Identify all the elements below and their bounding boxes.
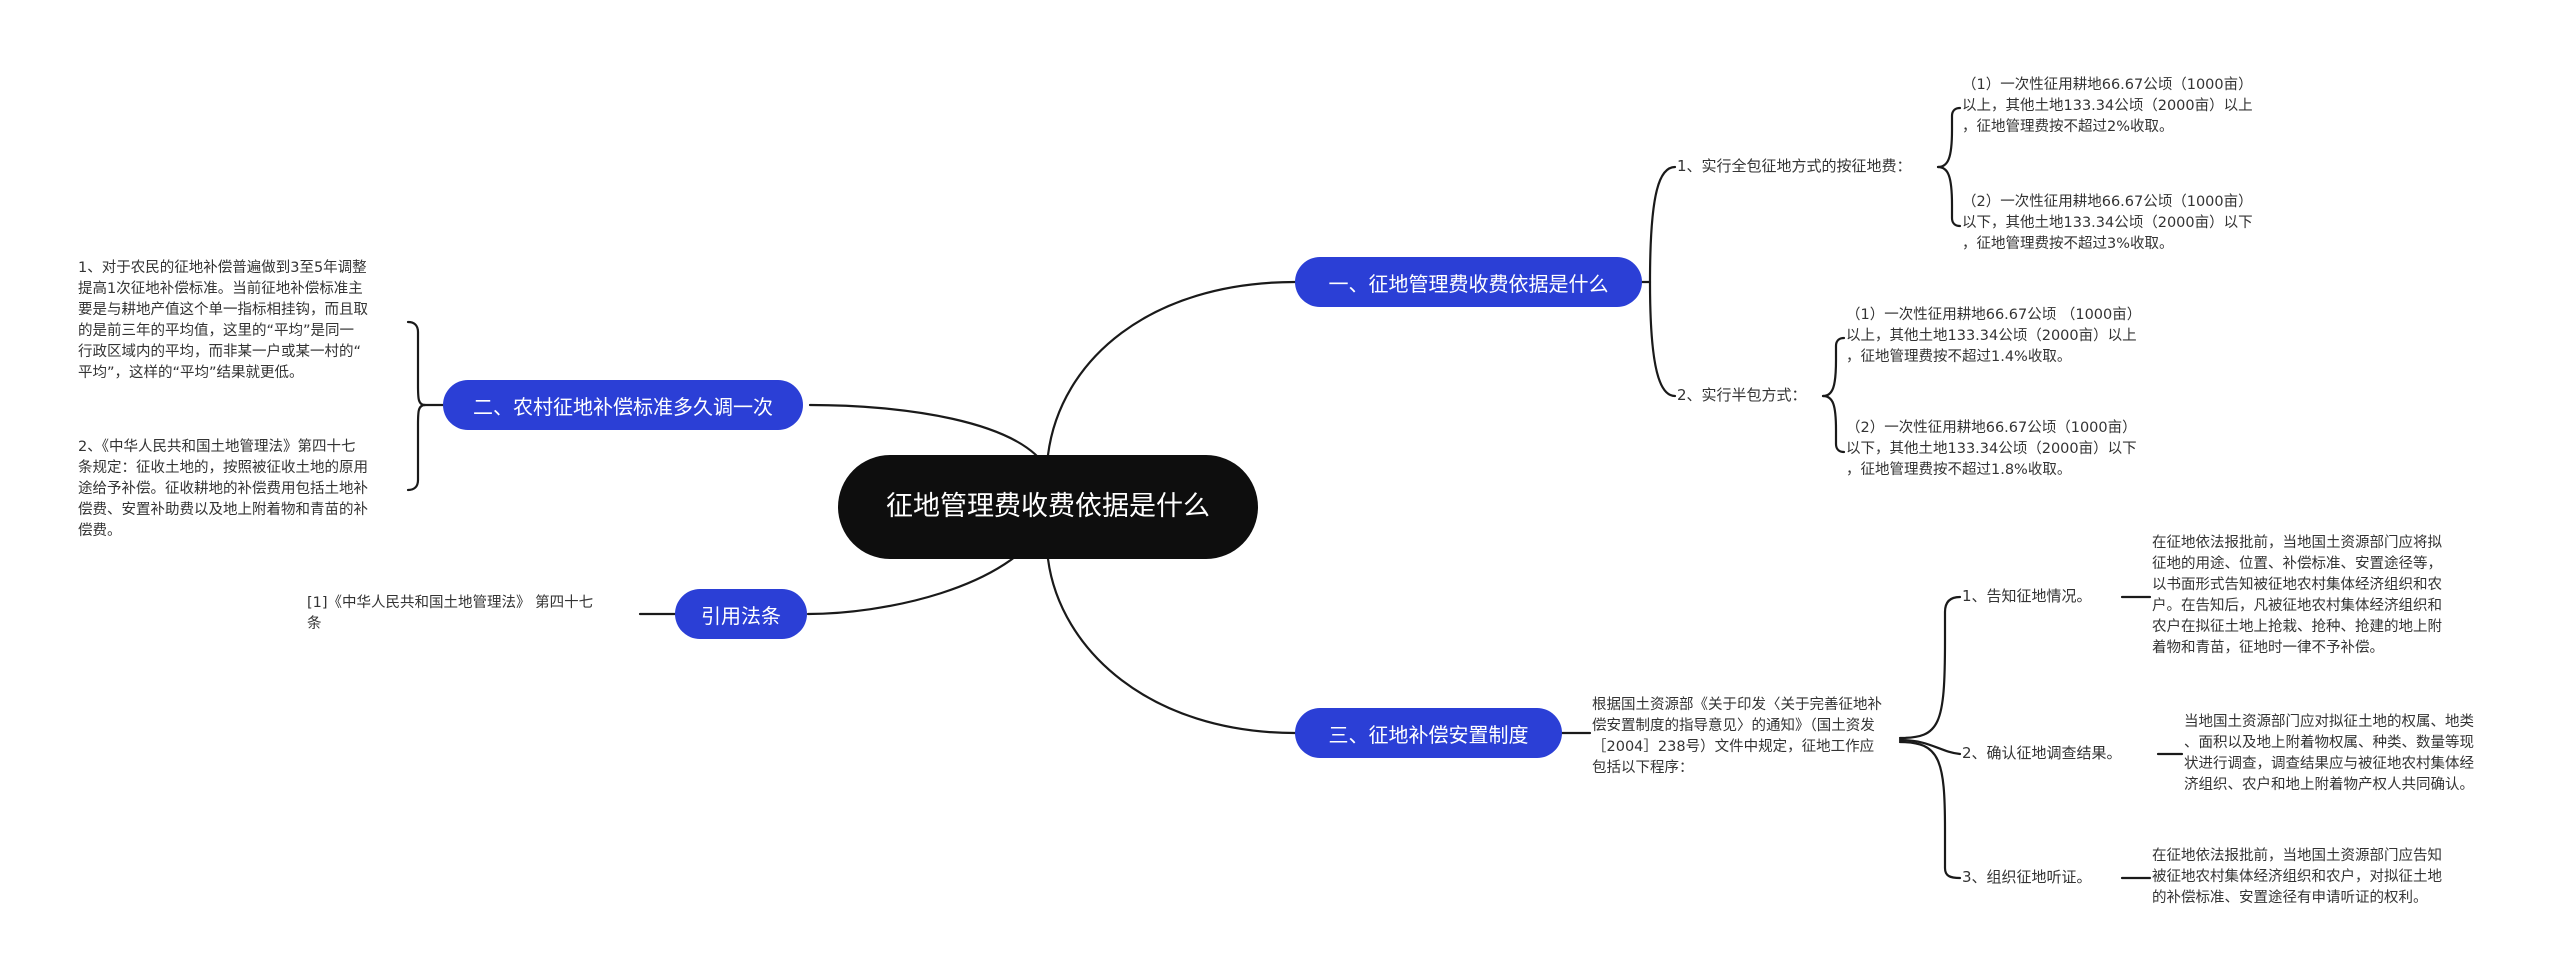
edge-b1-i1: [1936, 106, 1962, 169]
adjust-item-1[interactable]: 1、对于农民的征地补偿普遍做到3至5年调整 提高1次征地补偿标准。当前征地补偿标…: [78, 260, 368, 381]
step-3-label[interactable]: 3、组织征地听证。: [1962, 868, 2092, 886]
topic-standard-adjust[interactable]: 二、农村征地补偿标准多久调一次: [443, 380, 803, 430]
edge-intro-s3: [1898, 740, 1962, 880]
topic-fee-basis[interactable]: 一、征地管理费收费依据是什么: [1295, 257, 1642, 307]
full-package-item-1[interactable]: （1）一次性征用耕地66.67公顷（1000亩） 以上，其他土地133.34公顷…: [1962, 77, 2253, 135]
branch-full-package-label[interactable]: 1、实行全包征地方式的按征地费：: [1677, 157, 1912, 175]
edge-intro-s1: [1898, 595, 1962, 740]
edge-b2-i2: [1821, 394, 1846, 454]
topic-compensation-system[interactable]: 三、征地补偿安置制度: [1295, 708, 1562, 758]
edge-intro-s2: [1898, 738, 1962, 756]
topic-cited-law-label: 引用法条: [701, 603, 781, 628]
cited-law-item-1[interactable]: [1]《中华人民共和国土地管理法》 第四十七 条: [307, 595, 594, 632]
topic-fee-basis-label: 一、征地管理费收费依据是什么: [1328, 271, 1609, 296]
step-1-label[interactable]: 1、告知征地情况。: [1962, 587, 2092, 605]
step-2-label[interactable]: 2、确认征地调查结果。: [1962, 744, 2122, 762]
step-1-detail[interactable]: 在征地依法报批前，当地国土资源部门应将拟 征地的用途、位置、补偿标准、安置途径等…: [2152, 535, 2442, 656]
edge-t1-b2: [1648, 280, 1677, 398]
edge-root-t1: [1046, 280, 1297, 457]
edge-b2-i1: [1821, 336, 1846, 398]
root-topic[interactable]: 征地管理费收费依据是什么: [838, 455, 1258, 559]
branch-half-package-label[interactable]: 2、实行半包方式：: [1677, 386, 1807, 404]
step-3-detail[interactable]: 在征地依法报批前，当地国土资源部门应告知 被征地农村集体经济组织和农户，对拟征土…: [2152, 848, 2442, 906]
topic-compensation-system-label: 三、征地补偿安置制度: [1328, 722, 1529, 747]
edge-t2-i2: [406, 403, 427, 492]
root-topic-label: 征地管理费收费依据是什么: [886, 491, 1210, 522]
half-package-item-1[interactable]: （1）一次性征用耕地66.67公顷 （1000亩） 以上，其他土地133.34公…: [1846, 307, 2142, 365]
edge-t1-b1: [1648, 165, 1677, 284]
topic-standard-adjust-label: 二、农村征地补偿标准多久调一次: [473, 394, 773, 419]
edge-root-t3: [1046, 557, 1297, 735]
topic-cited-law[interactable]: 引用法条: [675, 589, 807, 639]
compensation-intro[interactable]: 根据国土资源部《关于印发〈关于完善征地补 偿安置制度的指导意见〉的通知》（国土资…: [1592, 697, 1882, 776]
edge-b1-i2: [1936, 165, 1962, 228]
half-package-item-2[interactable]: （2）一次性征用耕地66.67公顷（1000亩） 以下，其他土地133.34公顷…: [1846, 420, 2137, 478]
edge-t2-i1: [406, 320, 427, 407]
edge-root-t2: [808, 403, 1050, 472]
step-2-detail[interactable]: 当地国土资源部门应对拟征土地的权属、地类 、面积以及地上附着物权属、种类、数量等…: [2184, 714, 2474, 793]
adjust-item-2[interactable]: 2、《中华人民共和国土地管理法》第四十七 条规定：征收土地的，按照被征收土地的原…: [78, 439, 368, 539]
full-package-item-2[interactable]: （2）一次性征用耕地66.67公顷（1000亩） 以下，其他土地133.34公顷…: [1962, 194, 2253, 252]
